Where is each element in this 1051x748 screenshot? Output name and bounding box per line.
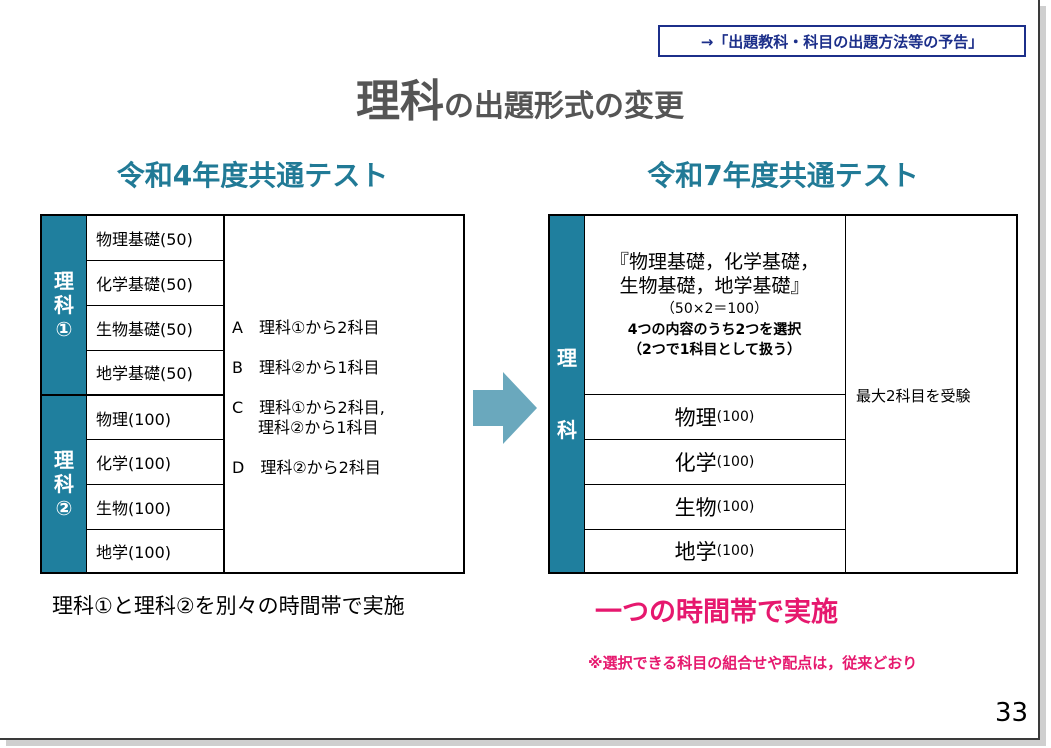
basic-line2: 生物基礎，地学基礎』: [619, 275, 810, 297]
subject-chemistry-basic: 化学基礎(50): [96, 274, 193, 294]
right-arrow-icon: [473, 372, 537, 444]
subject-biology-row: 生物(100): [674, 496, 755, 520]
slide-shadow-right: [1040, 6, 1046, 744]
option-b: B 理科②から1科目: [232, 358, 380, 377]
subject-chemistry: 化学(100): [96, 453, 172, 473]
left-heading: 令和4年度共通テスト: [116, 159, 389, 192]
slide-shadow-bottom: [6, 740, 1046, 746]
option-c-line2: 理科②から1科目: [258, 418, 379, 437]
right-table: 理科 『物理基礎，化学基礎， 生物基礎，地学基礎』 （50×2＝100） 4つの…: [548, 214, 1018, 574]
subject-biology: 生物(100): [96, 498, 172, 518]
page-title: 理科の出題形式の変更: [0, 65, 1040, 129]
subject-physics: 物理(100): [96, 409, 172, 429]
subject-earth-basic: 地学基礎(50): [96, 364, 193, 383]
max-subjects: 最大2科目を受験: [856, 387, 971, 405]
subject-physics-row: 物理(100): [674, 406, 755, 430]
subject-earth-row: 地学(100): [674, 540, 755, 564]
title-rest: の出題形式の変更: [444, 89, 684, 124]
subject-biology-basic: 生物基礎(50): [96, 319, 193, 339]
basic-line1: 『物理基礎，化学基礎，: [609, 251, 819, 273]
group-divider: [42, 394, 223, 396]
basic-treat: （2つで1科目として扱う）: [627, 342, 802, 358]
right-note: 一つの時間帯で実施: [595, 597, 838, 628]
subject-earth: 地学(100): [96, 542, 172, 562]
basic-choose: 4つの内容のうち2つを選択: [627, 322, 802, 338]
science-label: 理科: [550, 216, 584, 572]
subject-chemistry-row: 化学(100): [674, 451, 755, 475]
basic-points: （50×2＝100）: [660, 301, 769, 317]
footnote: ※選択できる科目の組合せや配点は，従来どおり: [588, 654, 918, 672]
subject-physics-basic: 物理基礎(50): [96, 230, 193, 249]
option-a: A 理科①から2科目: [232, 318, 380, 337]
option-c-line1: C 理科①から2科目,: [232, 398, 385, 417]
option-d: D 理科②から2科目: [232, 458, 381, 477]
basic-subjects-cell: 『物理基礎，化学基礎， 生物基礎，地学基礎』 （50×2＝100） 4つの内容の…: [584, 216, 845, 394]
page-number: 33: [995, 698, 1029, 728]
reference-link[interactable]: →「出題教科・科目の出題方法等の予告」: [658, 25, 1026, 57]
left-note: 理科①と理科②を別々の時間帯で実施: [52, 594, 405, 618]
title-main: 理科: [356, 76, 444, 127]
slide: →「出題教科・科目の出題方法等の予告」 理科の出題形式の変更 令和4年度共通テス…: [0, 0, 1040, 740]
right-heading: 令和7年度共通テスト: [647, 159, 919, 192]
